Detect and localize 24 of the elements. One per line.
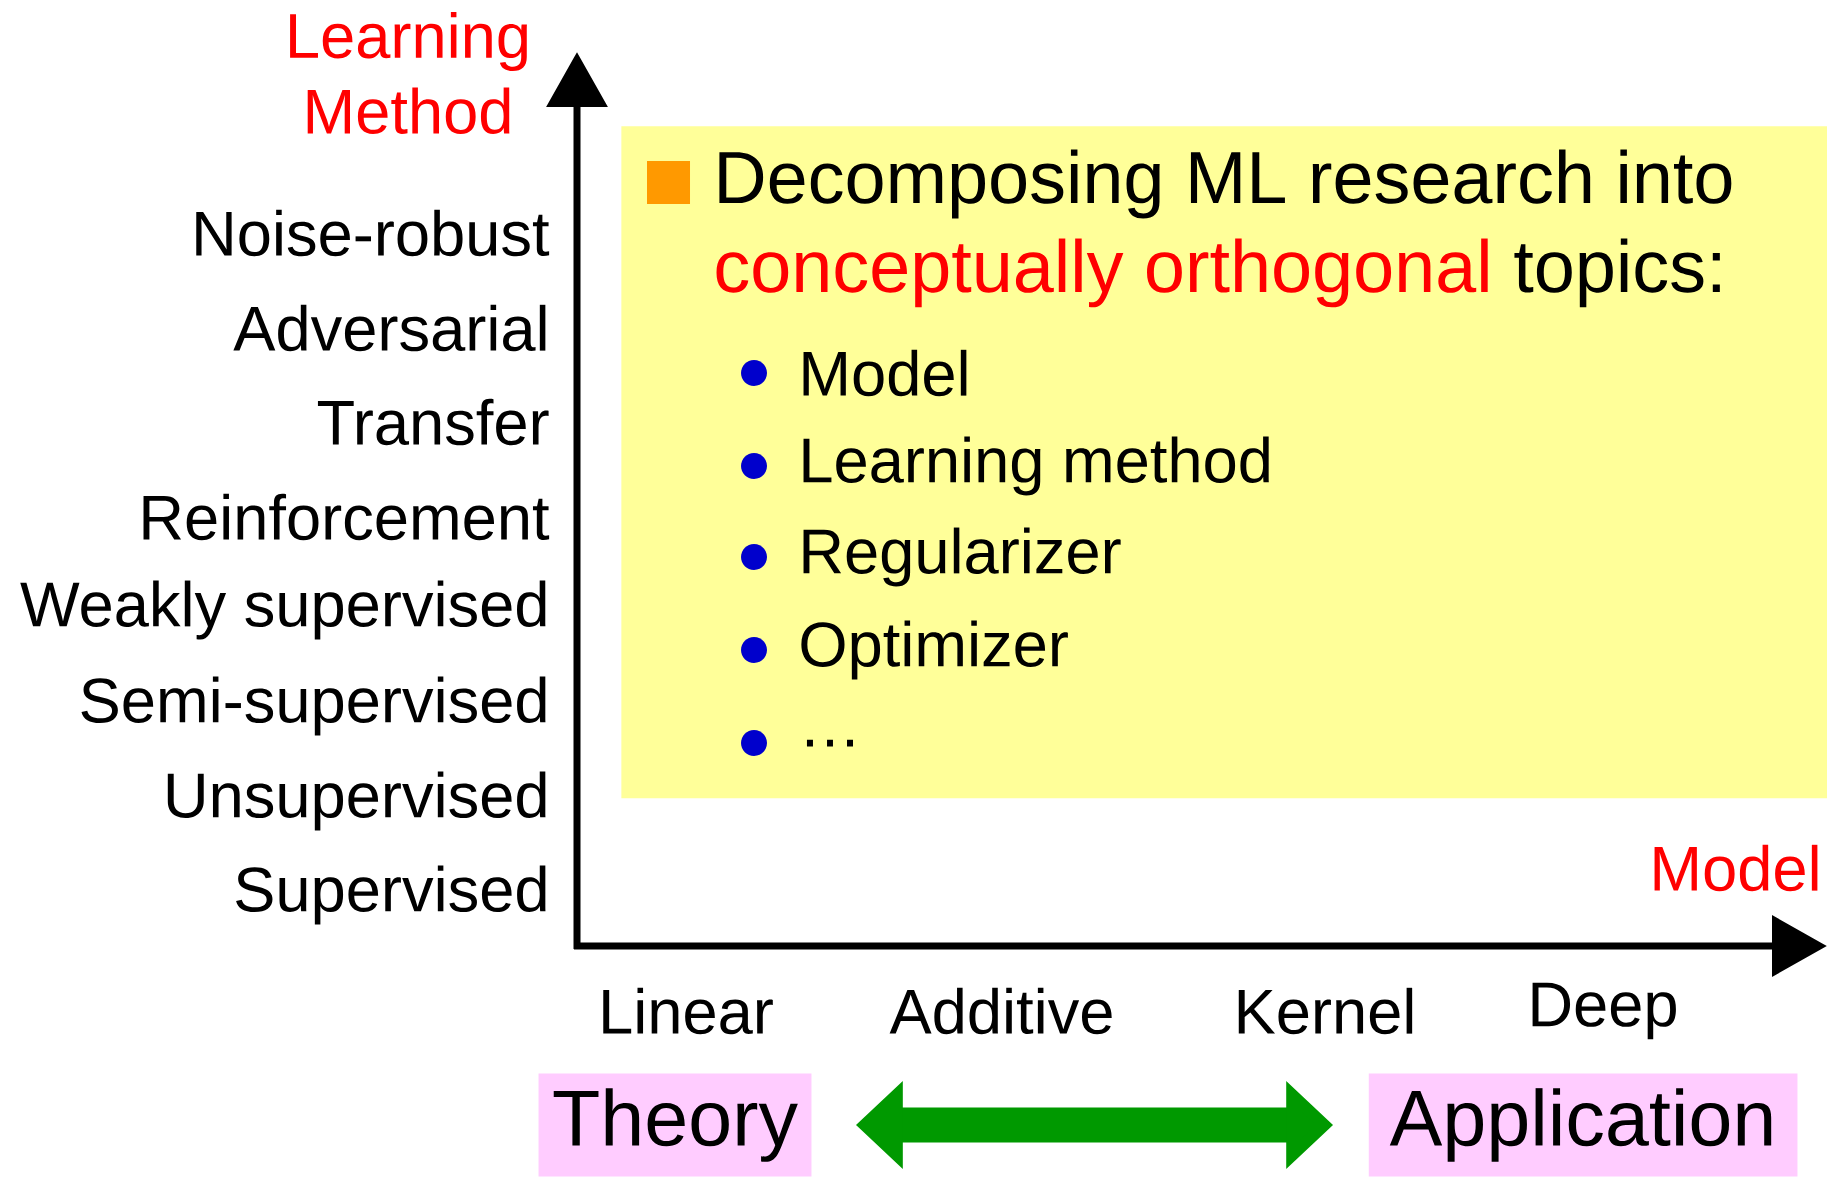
heading: Decomposing ML research into [719, 149, 1732, 219]
axis-title: Model [1654, 844, 1818, 892]
list-item: Optimizer [801, 620, 1068, 680]
axis-title: Learning Method [290, 12, 527, 134]
label-box: Application [1368, 1073, 1798, 1177]
tick-label: Reinforcement [143, 493, 550, 541]
list-item: … [806, 739, 853, 747]
tick-label: Adversarial [233, 304, 546, 352]
tick-label: Kernel [1238, 987, 1413, 1035]
list-item: Model [803, 349, 967, 397]
list-item: Learning method [803, 436, 1269, 496]
tick-label: Deep [1532, 982, 1676, 1040]
tick-label: Semi-supervised [81, 676, 546, 736]
tick-label: Weakly supervised [20, 580, 546, 640]
tick-label: Noise-robust [196, 209, 550, 257]
info-box [621, 126, 1827, 799]
list-item: Regularizer [803, 527, 1121, 587]
tick-label: Linear [603, 987, 773, 1035]
label-box: Theory [538, 1073, 812, 1177]
tick-label: Unsupervised [167, 771, 546, 831]
tick-label: Additive [889, 987, 1112, 1035]
heading: conceptually orthogonal topics: [716, 238, 1720, 308]
tick-label: Supervised [236, 865, 546, 925]
tick-label: Transfer [317, 398, 549, 446]
